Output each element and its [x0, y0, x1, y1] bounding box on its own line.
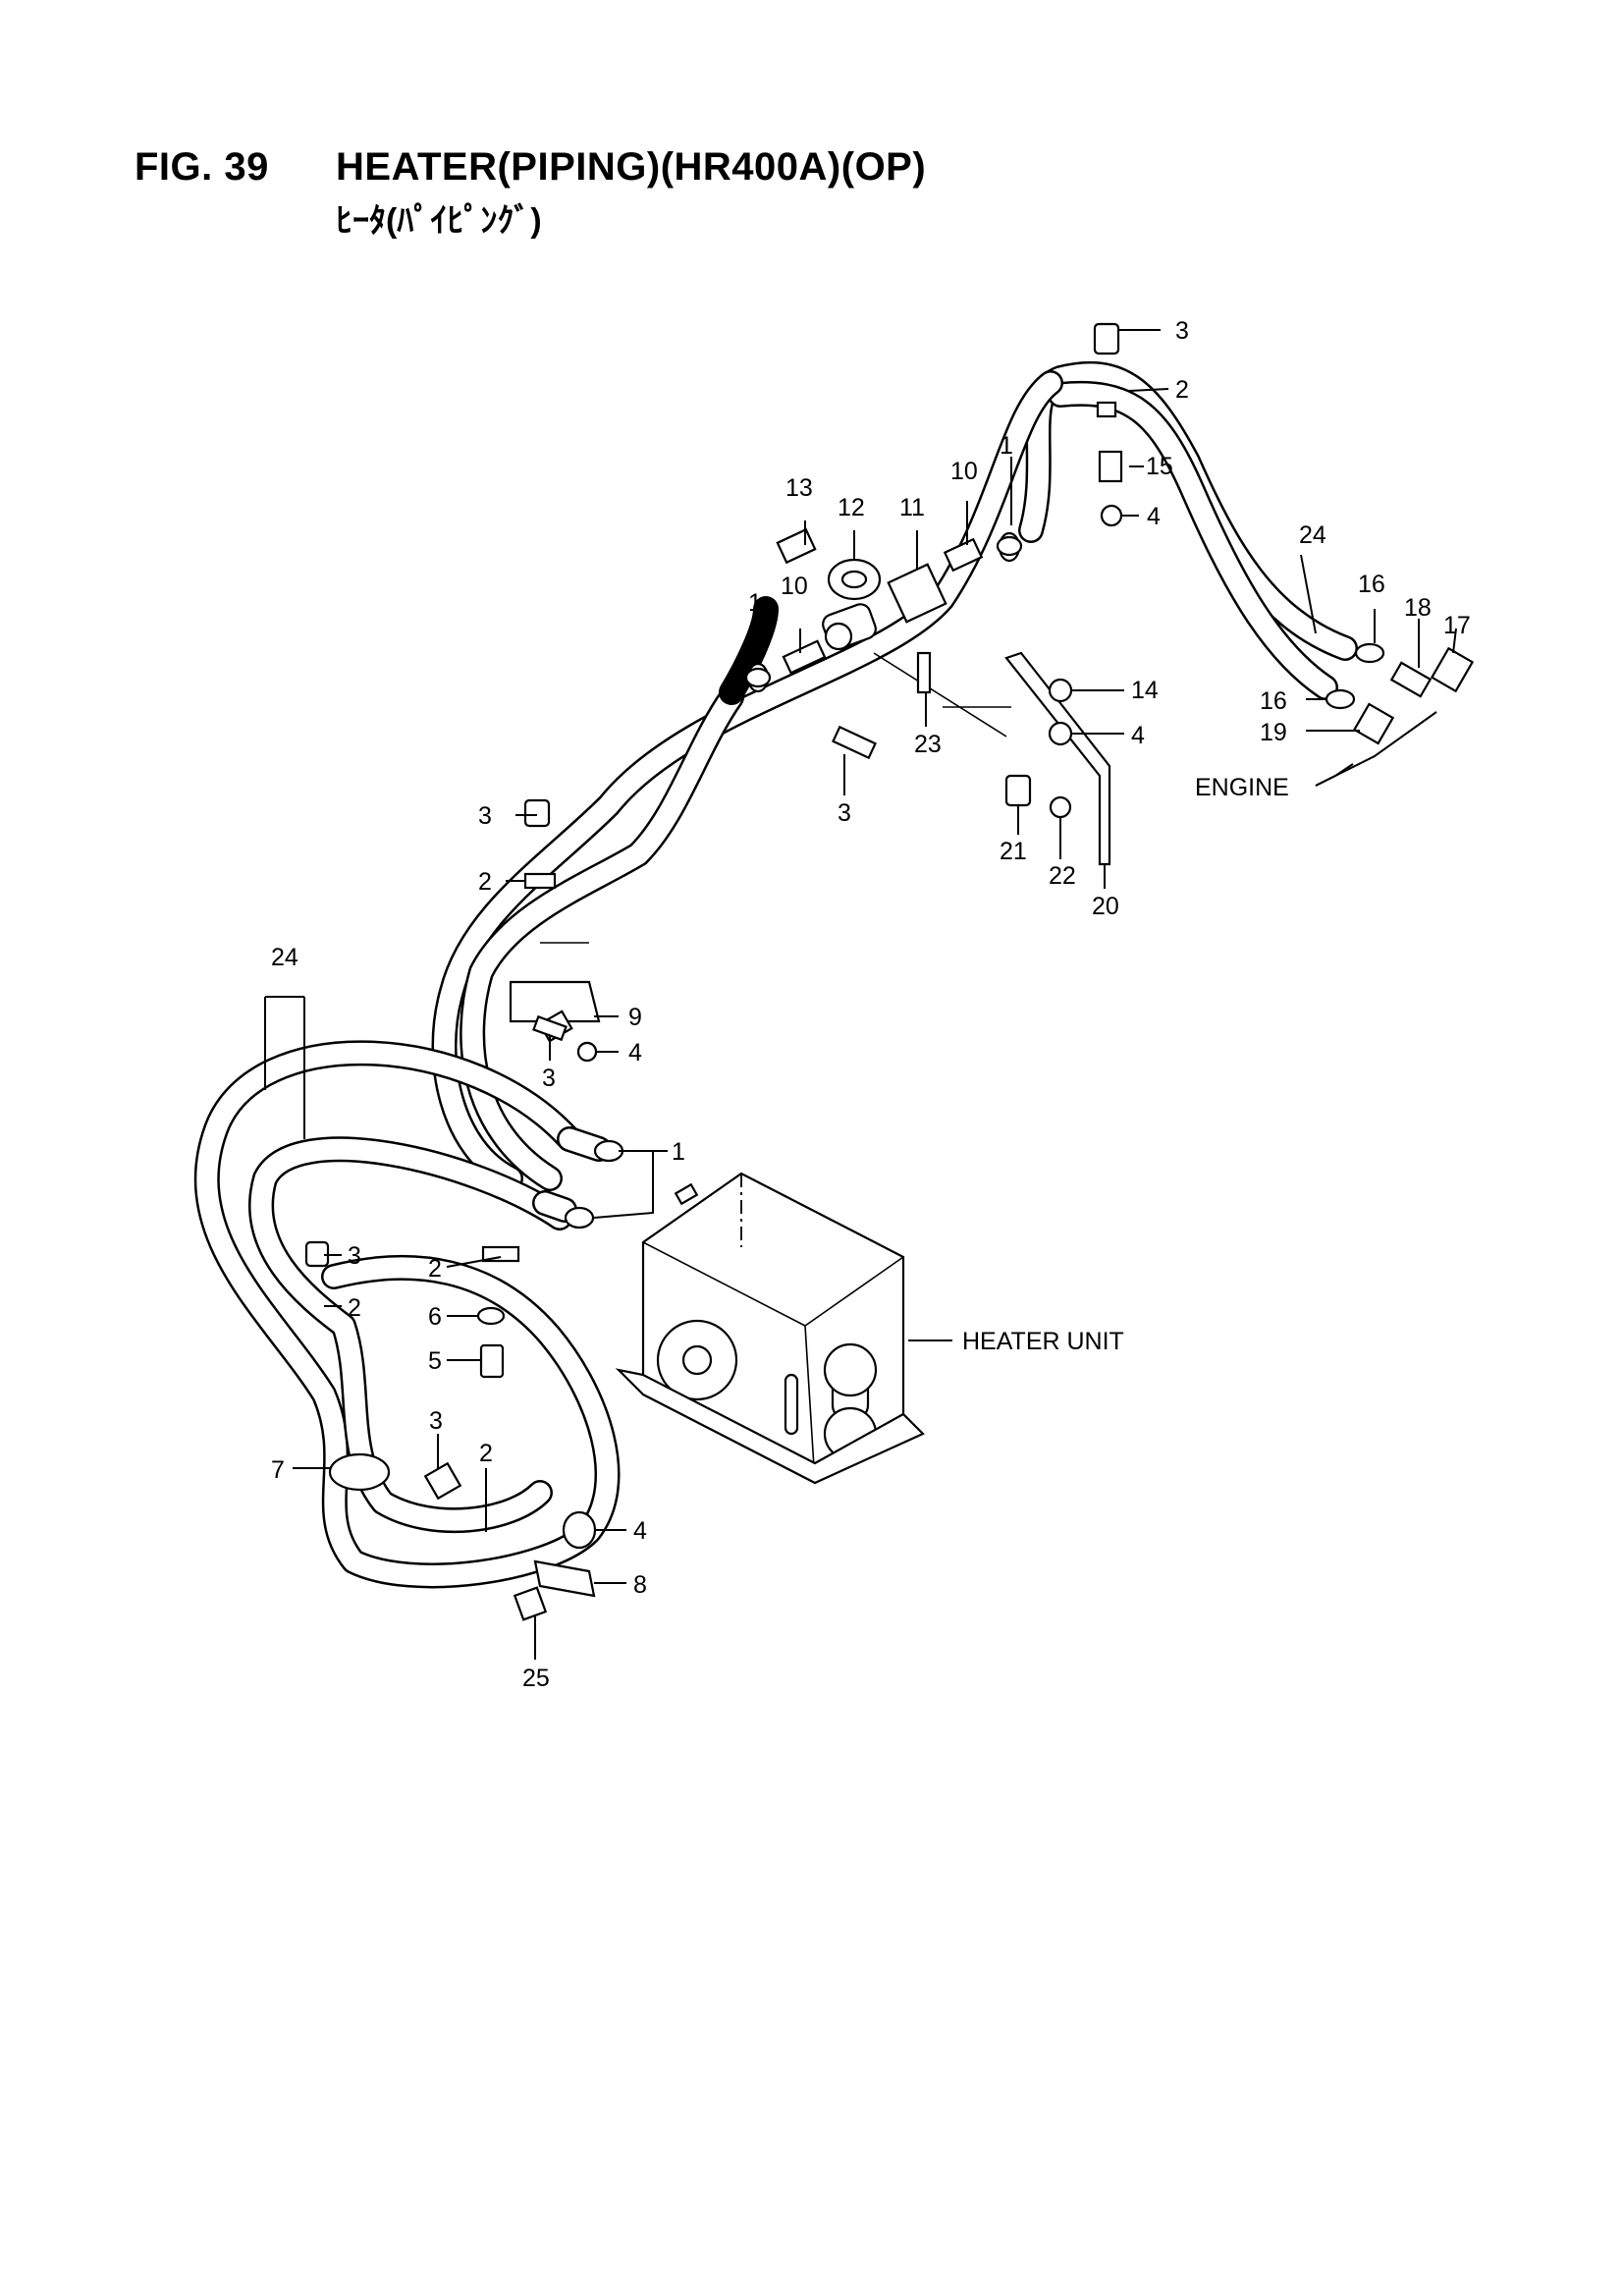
callout-19: 19 [1260, 719, 1287, 746]
callout-2-b: 2 [478, 868, 492, 896]
callout-18: 18 [1404, 594, 1432, 622]
callout-13: 13 [785, 474, 813, 502]
callout-7: 7 [271, 1456, 285, 1484]
figure-number: FIG. 39 [135, 145, 269, 189]
callout-2: 2 [1175, 376, 1189, 404]
callout-16-b: 16 [1260, 687, 1287, 715]
callout-15: 15 [1146, 453, 1173, 480]
callout-21: 21 [1000, 838, 1027, 865]
callout-4-c: 4 [628, 1039, 642, 1066]
callout-3: 3 [1175, 317, 1189, 345]
figure-subtitle: ﾋｰﾀ(ﾊﾟｲﾋﾟﾝｸﾞ) [336, 202, 542, 240]
callout-4-d: 4 [633, 1517, 647, 1545]
callout-20: 20 [1092, 893, 1119, 920]
callout-3-d: 3 [542, 1065, 556, 1092]
callout-numbers: 3 2 15 4 1 10 13 12 11 24 16 18 17 1 10 … [271, 317, 1471, 1692]
callout-11: 11 [899, 494, 925, 521]
callout-3-f: 3 [429, 1407, 443, 1435]
heater-unit [615, 1172, 925, 1485]
callout-24: 24 [1299, 521, 1326, 549]
callout-8: 8 [633, 1571, 647, 1599]
callout-17: 17 [1443, 612, 1471, 639]
heater-unit-label: HEATER UNIT [962, 1328, 1124, 1355]
callout-5: 5 [428, 1347, 442, 1375]
callout-2-d: 2 [428, 1255, 442, 1283]
callout-3-e: 3 [348, 1242, 361, 1270]
callout-2-c: 2 [348, 1294, 361, 1322]
callout-4-b: 4 [1131, 722, 1145, 749]
callout-3-b: 3 [838, 799, 851, 827]
brackets [304, 322, 1475, 1621]
callout-1-c: 1 [672, 1138, 685, 1166]
hose-assembly [193, 360, 1358, 1589]
figure-title: HEATER(PIPING)(HR400A)(OP) [336, 145, 927, 189]
callout-3-c: 3 [478, 802, 492, 830]
callout-24-b: 24 [271, 944, 298, 971]
engine-label: ENGINE [1195, 774, 1289, 801]
callout-6: 6 [428, 1303, 442, 1331]
callout-23: 23 [914, 731, 942, 758]
callout-1-b: 1 [748, 589, 762, 617]
callout-2-e: 2 [479, 1440, 493, 1467]
callout-4: 4 [1147, 503, 1161, 530]
valve-assembly [746, 527, 1021, 693]
callout-9: 9 [628, 1004, 642, 1031]
callout-12: 12 [838, 494, 865, 521]
callout-14: 14 [1131, 677, 1159, 704]
callout-16: 16 [1358, 571, 1385, 598]
callout-10: 10 [950, 458, 978, 485]
callout-10-b: 10 [781, 573, 808, 600]
callout-1: 1 [1000, 432, 1013, 460]
callout-22: 22 [1049, 862, 1076, 890]
callout-25: 25 [522, 1665, 550, 1692]
leader-lines [264, 329, 1457, 1660]
